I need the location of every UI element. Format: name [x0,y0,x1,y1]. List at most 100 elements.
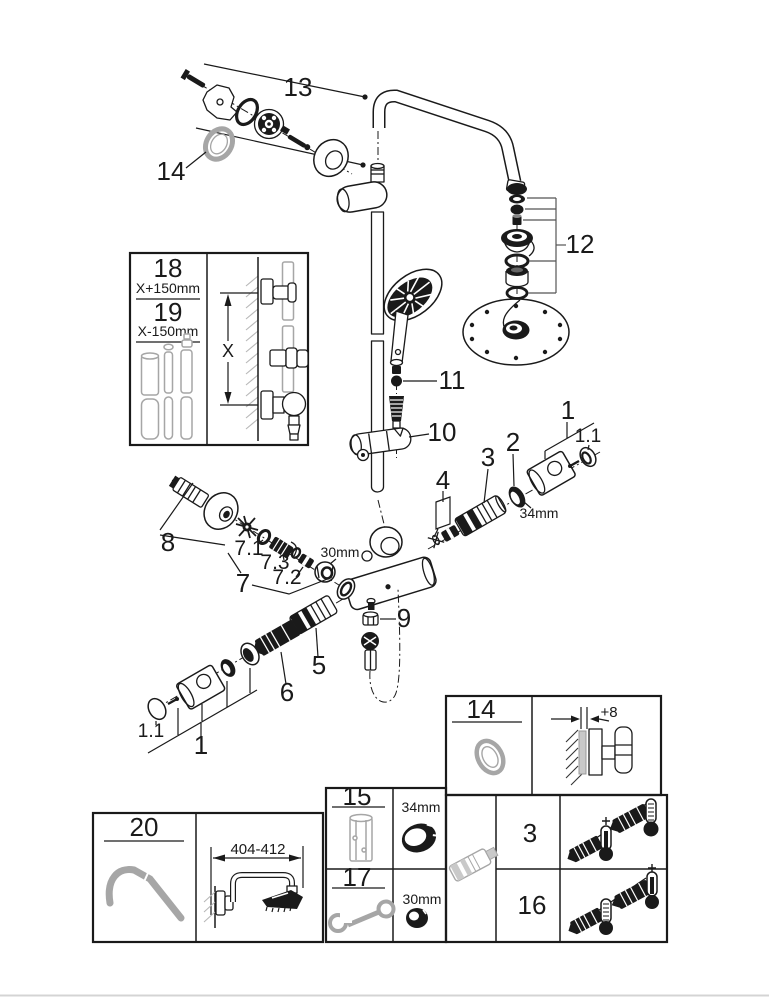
label-part9: 9 [397,603,411,633]
variant-icons-row16 [568,864,659,935]
check-valve [427,531,445,549]
escutcheon [313,138,349,178]
inset-arm-box: 20 404-412 [91,811,325,944]
part12-bracket [523,197,566,294]
part-12-stack: 12 [501,183,595,300]
table-label-3: 3 [523,818,537,848]
dim-30mm: 30mm [321,544,360,560]
socket-tool-icon [349,813,373,862]
label-part20: 20 [130,812,159,842]
hose-plug [361,632,379,671]
nut-9 [362,611,379,626]
label-part5: 5 [312,650,326,680]
wall-mount-diagram [245,257,309,441]
cartridge-5 [289,595,338,635]
ring-nut-2 [508,486,526,508]
swivel-ball [391,375,402,387]
inset-rail-lengths: 18 X+150mm 19 X-150mm [128,251,310,447]
nut-30-icon [406,908,428,928]
label-part14: 14 [157,156,186,186]
label-part1-1-upper: 1.1 [575,426,601,447]
dim-part18: X+150mm [136,280,200,296]
thermometer-scale-icon [643,798,659,837]
cartridge-icon-grey [448,846,499,882]
spacer-ring-14 [202,126,236,162]
table-label-17: 17 [343,862,372,892]
union-sleeve [505,266,529,288]
cap-1-1-lower [147,697,167,721]
right-chain: 4 3 2 34mm 1 1 [427,395,601,549]
dim-x: X [222,341,234,361]
glide-rail-upper [370,211,385,335]
dark-ring [220,659,236,677]
wrench-icon [328,899,396,933]
label-part19: 19 [154,297,183,327]
table-label-15: 15 [343,781,372,811]
label-part12: 12 [566,229,595,259]
hose-cone [389,396,404,429]
shower-column [336,89,526,493]
dim-plus8: +8 [600,704,617,721]
label-part8: 8 [161,527,175,557]
variant-icons-row3 [567,798,659,863]
part-4-body [441,525,460,542]
x-dimension: X [220,292,258,406]
label-part18: 18 [154,253,183,283]
label-part7-2: 7.2 [272,566,301,589]
plus8-diagram: +8 [551,704,633,786]
mounting-disc [253,108,290,140]
cartridge-3 [454,495,507,537]
arm-dimension [210,846,304,915]
dim-part19: X-150mm [138,323,199,339]
part-7-2 [298,553,314,569]
label-part1-upper: 1 [561,395,575,425]
part-11-group: 11 [389,365,466,458]
hand-shower [383,268,443,374]
ball-joint [501,229,535,257]
rail-tube-icons [140,333,193,440]
label-part2: 2 [506,427,520,457]
aquadimmer-6 [253,619,300,656]
table-label-16: 16 [518,890,547,920]
ring-nut-34-icon [401,823,438,853]
wall-bracket-plate [202,84,238,121]
star-key [235,515,259,539]
label-part4: 4 [436,465,450,495]
service-table: 14 +8 15 [324,694,669,944]
union-housing-1-lower [176,664,226,710]
table-dim-30mm: 30mm [403,891,442,907]
dim-404-412: 404-412 [230,841,285,858]
label-part3: 3 [481,442,495,472]
escutcheon-8 [203,492,239,530]
slider-holder-10: 10 [349,417,457,462]
spacer-ring-icon [474,738,506,776]
thermometer-solid-icon [599,817,613,861]
label-part10: 10 [428,417,457,447]
table-label-14: 14 [467,694,496,724]
label-part1-1-lower: 1.1 [138,721,164,742]
fixing-screw [287,134,311,151]
label-part1-lower: 1 [194,730,208,760]
arm-icon [105,866,185,922]
insert-7-3 [269,536,294,559]
label-part6: 6 [280,677,294,707]
mounting-screw [180,68,206,88]
o-ring-7-1 [256,528,272,546]
eccentric-union-8 [168,475,210,508]
label-part7-3: 7.3 [260,551,289,574]
glide-rail-lower [370,340,385,493]
left-chain: 30mm 8 7.1 7.3 7.2 7 [159,475,360,598]
tee-piece [336,162,388,213]
label-part13: 13 [284,72,313,102]
table-dim-34mm: 34mm [402,799,441,815]
label-part7-1: 7.1 [234,537,263,560]
arm-on-wall [203,872,303,928]
head-shower [462,190,570,366]
union-housing-1 [526,450,576,496]
label-part7: 7 [236,568,250,598]
cap-1-1 [579,446,597,468]
o-ring [235,97,259,127]
o-ring-small [290,547,302,559]
